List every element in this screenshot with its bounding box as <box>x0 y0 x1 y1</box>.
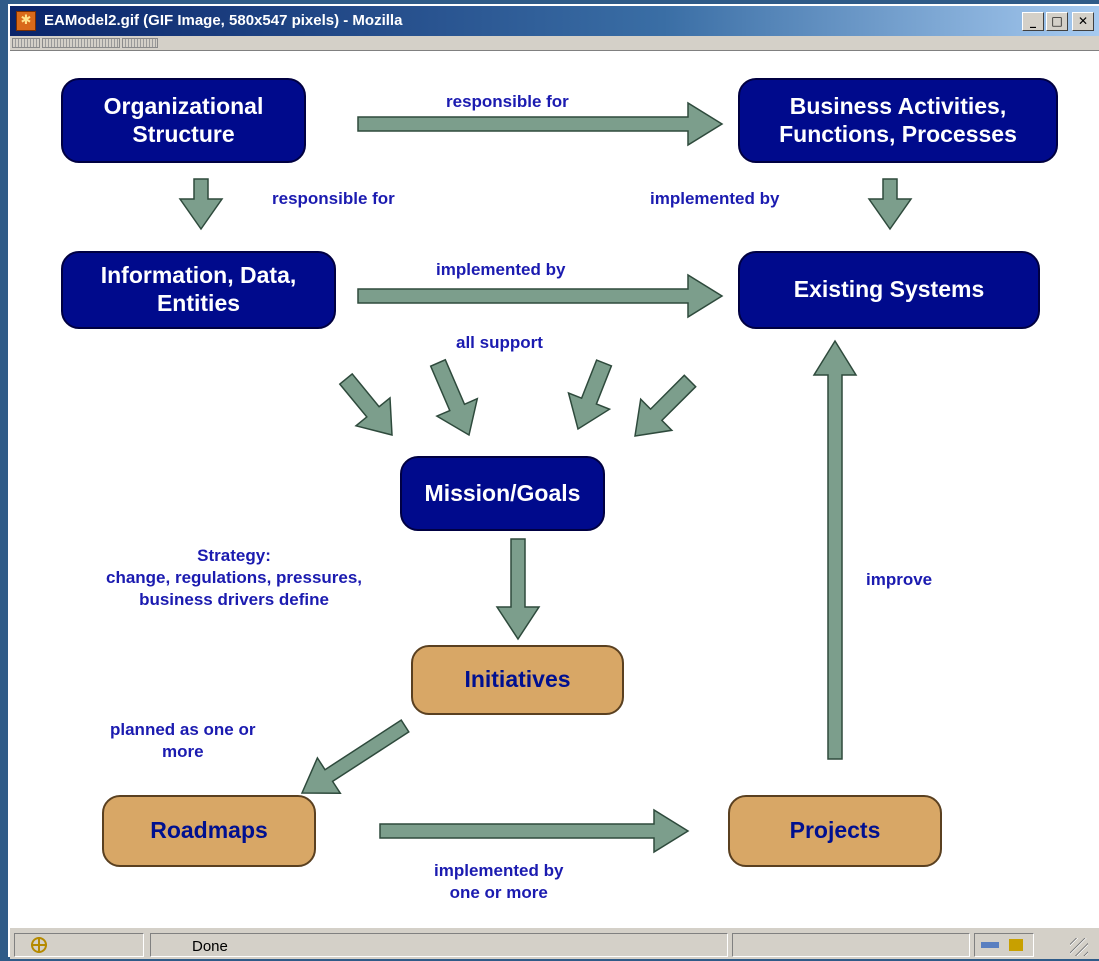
online-connection-icon <box>981 942 999 948</box>
arrow-information-to-systems <box>357 273 724 319</box>
arrow-business-to-systems <box>867 178 913 231</box>
arrow-mission-to-initiatives <box>495 538 541 641</box>
label-responsible-for-left: responsible for <box>272 189 395 208</box>
node-roadmaps: Roadmaps <box>102 795 316 867</box>
arrow-support-1 <box>338 372 393 436</box>
label-all-support: all support <box>456 333 543 352</box>
progress-pane <box>732 933 970 957</box>
status-text: Done <box>192 938 228 955</box>
mozilla-app-icon[interactable]: ✱ <box>16 11 36 31</box>
node-information-data-entities: Information, Data, Entities <box>61 251 336 329</box>
toolbar-grip-2[interactable] <box>42 38 120 48</box>
toolbar-grip-3[interactable] <box>122 38 158 48</box>
maximize-button[interactable]: □ <box>1046 12 1068 31</box>
window-title: EAModel2.gif (GIF Image, 580x547 pixels)… <box>44 12 403 29</box>
toolbar-grip-1[interactable] <box>12 38 40 48</box>
arrow-org-to-information <box>178 178 224 231</box>
arrow-roadmaps-to-projects <box>379 808 690 854</box>
node-projects: Projects <box>728 795 942 867</box>
label-implemented-by-middle: implemented by <box>436 260 566 279</box>
security-pane <box>974 933 1034 957</box>
label-responsible-for-top: responsible for <box>446 92 569 111</box>
image-viewport: Organizational Structure Business Activi… <box>10 51 1099 928</box>
node-mission-goals: Mission/Goals <box>400 456 605 531</box>
node-organizational-structure: Organizational Structure <box>61 78 306 163</box>
label-planned-as: planned as one or more <box>110 720 256 762</box>
label-strategy: Strategy: change, regulations, pressures… <box>106 546 363 610</box>
collapsed-toolbars <box>10 36 1099 51</box>
arrow-support-4 <box>634 374 697 437</box>
node-existing-systems: Existing Systems <box>738 251 1040 329</box>
status-icons-pane <box>14 933 144 957</box>
status-bar: Done <box>10 930 1099 959</box>
arrow-org-to-business <box>357 101 724 147</box>
browser-window: ✱ EAModel2.gif (GIF Image, 580x547 pixel… <box>8 4 1099 959</box>
arrow-projects-to-systems <box>812 339 858 760</box>
security-lock-icon <box>1009 939 1023 951</box>
label-implemented-by-right: implemented by <box>650 189 780 208</box>
status-text-pane <box>150 933 728 957</box>
arrow-layer <box>178 101 913 854</box>
minimize-button[interactable]: _ <box>1022 12 1044 31</box>
arrow-initiatives-to-roadmaps <box>300 719 410 794</box>
title-bar[interactable]: ✱ EAModel2.gif (GIF Image, 580x547 pixel… <box>10 6 1099 36</box>
node-initiatives: Initiatives <box>411 645 624 715</box>
close-button[interactable]: ✕ <box>1072 12 1094 31</box>
label-improve: improve <box>866 570 933 589</box>
arrow-support-2 <box>429 358 479 437</box>
label-implemented-by-bottom: implemented by one or more <box>434 861 564 903</box>
node-business-activities: Business Activities, Functions, Processe… <box>738 78 1058 163</box>
resize-grip-icon[interactable] <box>1070 938 1088 956</box>
arrow-support-3 <box>567 359 613 431</box>
navigator-icon[interactable] <box>15 934 143 956</box>
